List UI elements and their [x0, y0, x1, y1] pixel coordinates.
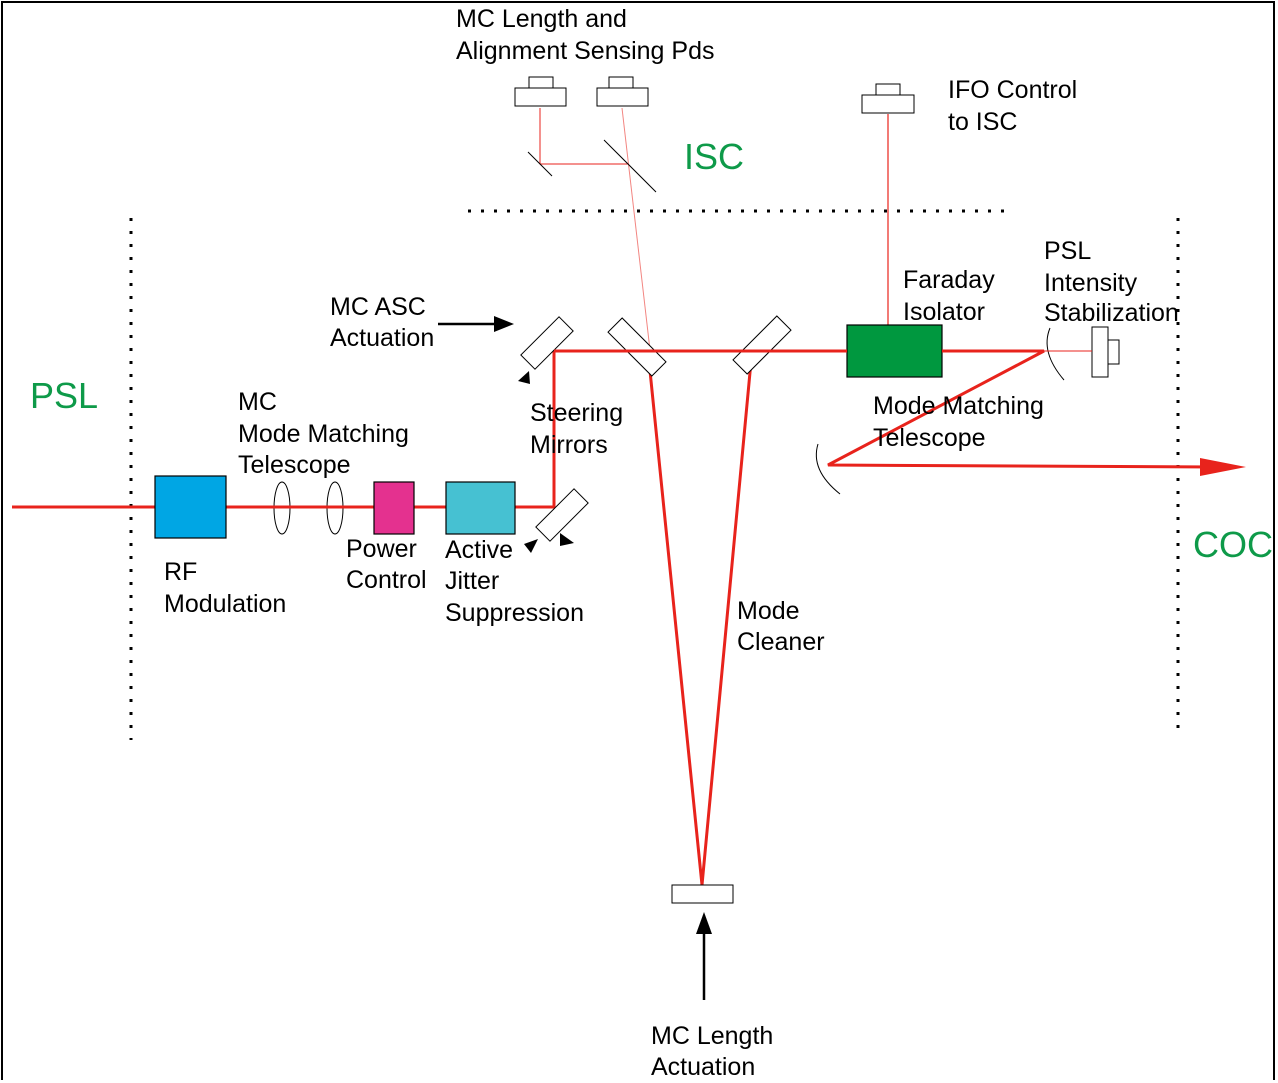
mc-sensing-pds-label-1: MC Length and — [456, 5, 627, 33]
beam-arrowhead — [1200, 458, 1246, 476]
active-jitter-label-3: Suppression — [445, 599, 584, 627]
asc-tip-upper — [518, 371, 530, 384]
pickoff-mirror-right — [603, 139, 657, 193]
steering-mirror-upper — [520, 316, 574, 370]
mc-sensing-pd-left — [514, 76, 567, 107]
psl-intensity-label-3: Stabilization — [1044, 299, 1179, 327]
power-control-label-1: Power — [346, 535, 417, 563]
mc-sensing-pds-label-2: Alignment Sensing Pds — [456, 37, 715, 65]
mode-cleaner-label-2: Cleaner — [737, 628, 825, 656]
rf-modulation-label-1: RF — [164, 558, 198, 586]
ifo-control-label-2: to ISC — [948, 108, 1018, 136]
faraday-label-2: Isolator — [903, 298, 985, 326]
rf-modulation-box — [154, 475, 227, 539]
psl-intensity-label-1: PSL — [1044, 237, 1092, 265]
mc-length-actuation-label-1: MC Length — [651, 1022, 774, 1050]
active-jitter-box — [445, 481, 516, 535]
mode-cleaner-label-1: Mode — [737, 597, 800, 625]
mmt-curved-mirror-2 — [815, 443, 841, 495]
mc-mmt-label-1: MC — [238, 388, 277, 416]
ifo-control-pd — [861, 83, 915, 114]
coc-region-label: COC — [1193, 524, 1273, 565]
steering-mirror-lower — [535, 488, 589, 542]
ifo-control-label-1: IFO Control — [948, 76, 1078, 104]
mc-mmt-label-2: Mode Matching — [238, 420, 409, 448]
faraday-label-1: Faraday — [903, 266, 995, 294]
asc-tip-lower-left — [524, 539, 538, 553]
mmt-curved-mirror-1 — [1046, 327, 1065, 381]
active-jitter-label-1: Active — [445, 536, 514, 564]
mc-asc-label-1: MC ASC — [330, 293, 426, 321]
mc-sensing-pd-right — [596, 76, 649, 107]
mc-end-mirror — [671, 884, 734, 904]
mode-matching-telescope-label-1: Mode Matching — [873, 392, 1044, 420]
mode-matching-telescope-label-2: Telescope — [873, 424, 986, 452]
mc-mmt-label-3: Telescope — [238, 451, 351, 479]
active-jitter-label-2: Jitter — [445, 567, 500, 595]
isc-region-label: ISC — [684, 136, 745, 177]
pd-beam-left — [539, 108, 628, 165]
power-control-box — [373, 481, 415, 535]
pickoff-mirror-left — [527, 151, 553, 177]
psl-intensity-pd — [1091, 326, 1120, 378]
mc-output-mirror — [732, 315, 792, 375]
mc-asc-arrow — [438, 316, 514, 332]
rf-modulation-label-2: Modulation — [164, 590, 287, 618]
mc-input-mirror — [607, 317, 667, 377]
steering-mirrors-label-2: Mirrors — [530, 431, 608, 459]
asc-tip-lower-right — [560, 533, 574, 546]
mc-length-arrow — [696, 912, 712, 1000]
power-control-label-2: Control — [346, 566, 427, 594]
mc-asc-label-2: Actuation — [330, 324, 435, 352]
faraday-isolator-box — [846, 324, 943, 378]
psl-intensity-label-2: Intensity — [1044, 269, 1138, 297]
psl-region-label: PSL — [30, 375, 99, 416]
mc-length-actuation-label-2: Actuation — [651, 1053, 756, 1081]
pd-beam-right — [621, 107, 651, 351]
steering-mirrors-label-1: Steering — [530, 399, 624, 427]
